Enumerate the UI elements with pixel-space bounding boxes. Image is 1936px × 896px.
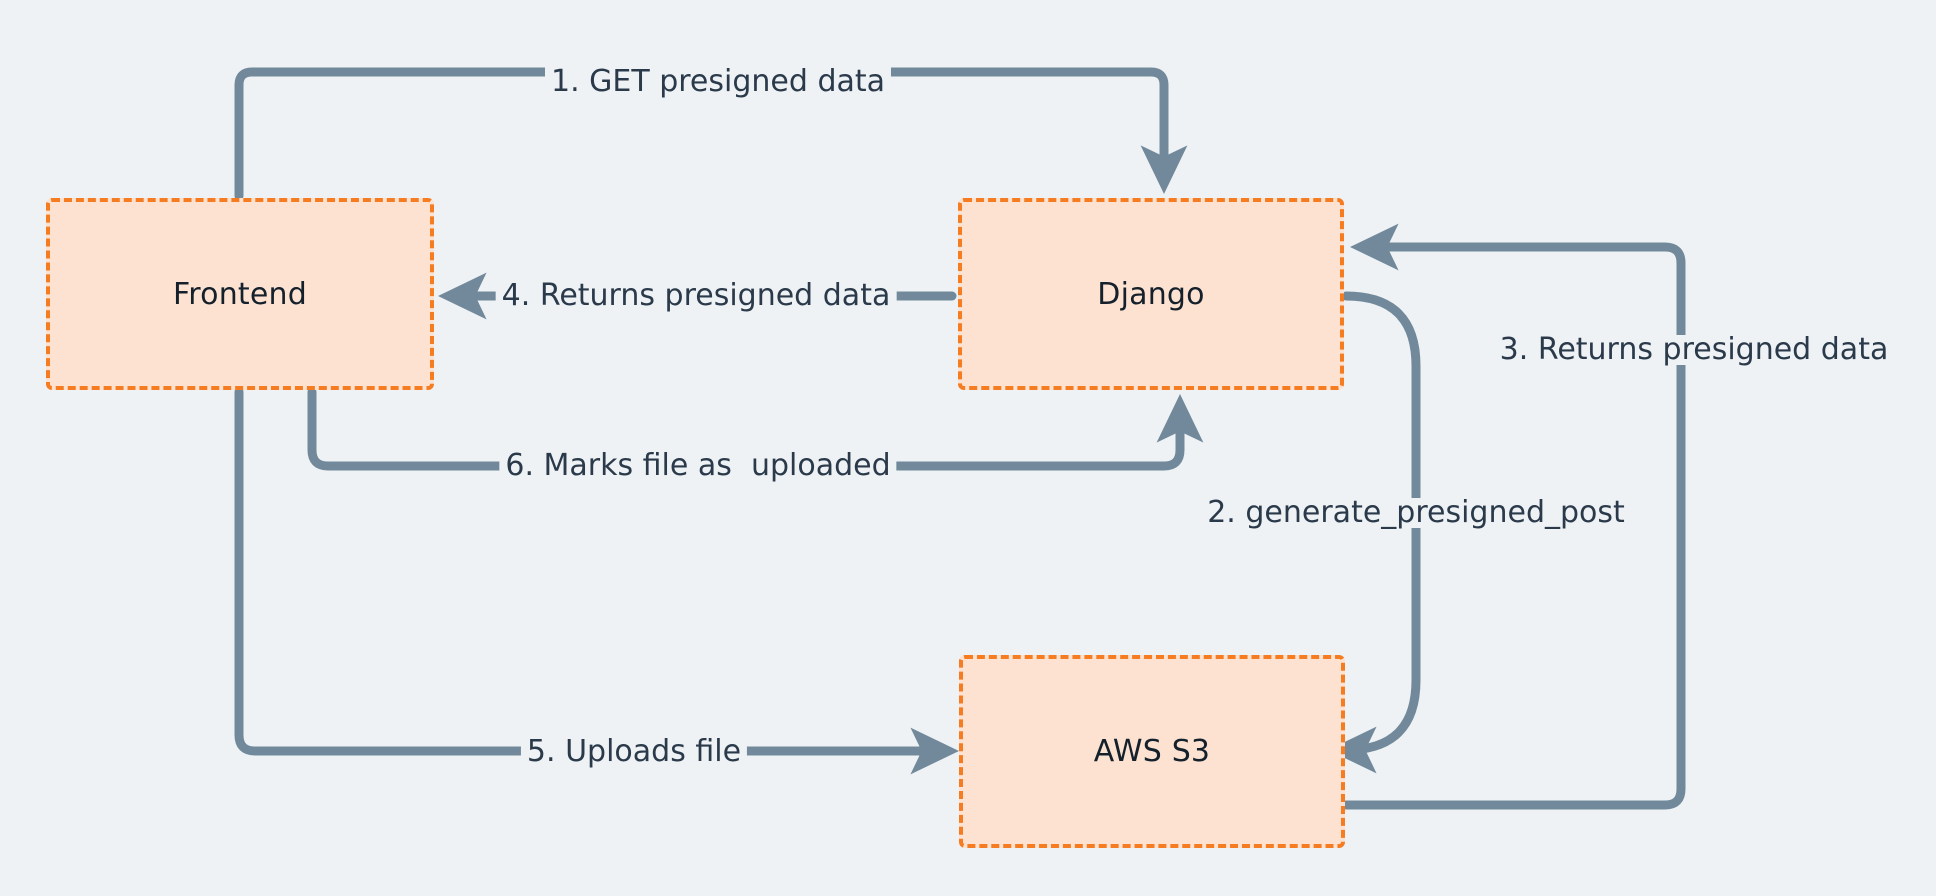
edge-label-4: 4. Returns presigned data	[495, 281, 897, 311]
node-django-label: Django	[1097, 276, 1205, 312]
edge-label-2: 2. generate_presigned_post	[1201, 498, 1631, 528]
edge-path-3	[1341, 223, 1686, 810]
node-django[interactable]: Django	[958, 198, 1344, 390]
edge-label-1: 1. GET presigned data	[544, 67, 892, 97]
node-frontend[interactable]: Frontend	[46, 198, 434, 390]
edge-path-5	[234, 387, 959, 775]
node-aws-s3[interactable]: AWS S3	[959, 655, 1345, 848]
edge-label-3: 3. Returns presigned data	[1493, 335, 1895, 365]
edge-label-6: 6. Marks file as uploaded	[499, 451, 897, 481]
node-aws-s3-label: AWS S3	[1093, 734, 1211, 769]
edge-label-5: 5. Uploads file	[520, 737, 748, 767]
node-frontend-label: Frontend	[173, 276, 307, 312]
